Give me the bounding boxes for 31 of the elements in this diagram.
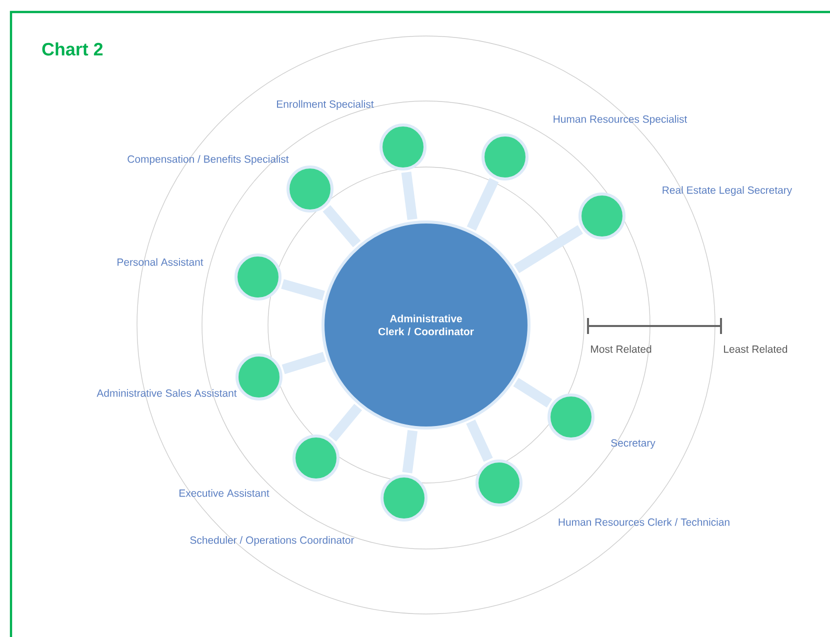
job-circle <box>476 459 522 506</box>
connector <box>281 279 325 301</box>
job-label: Administrative Sales Assistant <box>96 389 237 397</box>
job-label: Personal Assistant <box>118 258 204 266</box>
job-circle <box>292 434 340 482</box>
connector <box>401 172 418 220</box>
connector <box>513 378 552 408</box>
job-circle <box>236 353 282 400</box>
job-label: Enrollment Specialist <box>277 100 374 110</box>
job-label: Human Resources Clerk / Technician <box>558 518 730 526</box>
job-circle <box>286 165 334 212</box>
job-label: Human Resources Specialist <box>554 115 688 125</box>
job-circle <box>380 474 428 522</box>
connector <box>466 420 493 462</box>
scale-label: Most Related <box>591 345 652 353</box>
job-label: Executive Assistant <box>180 489 270 497</box>
connector <box>322 205 361 248</box>
scale-label: Least Related <box>724 345 788 353</box>
job-circle <box>234 253 282 300</box>
chart-title: Chart 2 <box>42 42 103 56</box>
job-label: Compensation / Benefits Specialist <box>128 155 289 165</box>
connector <box>282 352 326 374</box>
job-circle <box>380 123 426 170</box>
connector <box>328 404 362 442</box>
job-circle <box>578 192 626 240</box>
connector <box>402 430 418 474</box>
job-label: Secretary <box>611 439 656 449</box>
job-circle <box>548 393 594 440</box>
job-label: Real Estate Legal Secretary <box>662 186 792 196</box>
job-label: Scheduler / Operations Coordinator <box>190 536 354 546</box>
job-circle <box>482 133 528 180</box>
